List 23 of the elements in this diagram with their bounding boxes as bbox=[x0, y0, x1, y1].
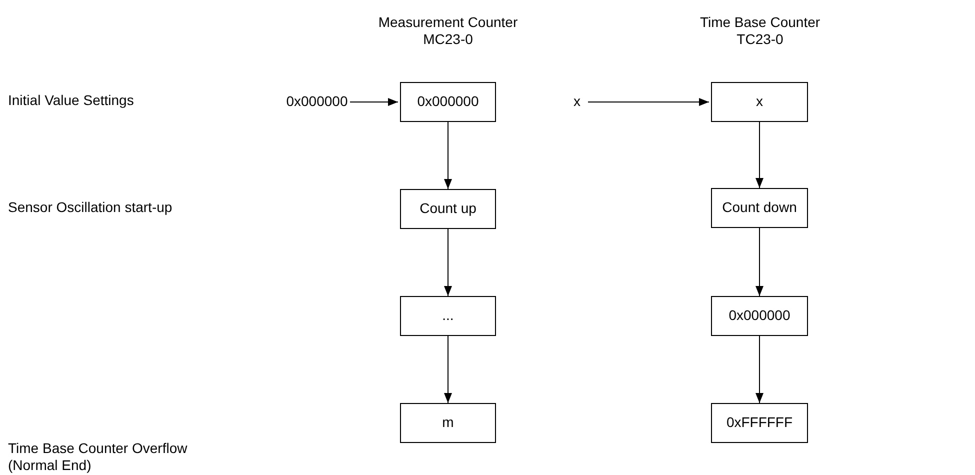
process-box: 0xFFFFFF bbox=[711, 403, 808, 443]
input-value: x bbox=[568, 91, 586, 113]
arrow bbox=[756, 228, 764, 296]
process-box: Count up bbox=[400, 189, 496, 229]
row-label: Initial Value Settings bbox=[8, 92, 135, 109]
row-label: Time Base Counter Overflow (Normal End) bbox=[8, 440, 188, 474]
process-box: x bbox=[711, 82, 808, 122]
process-box: 0x000000 bbox=[400, 82, 496, 122]
process-box: 0x000000 bbox=[711, 296, 808, 336]
column-heading: Time Base Counter TC23-0 bbox=[698, 14, 822, 48]
arrow bbox=[588, 98, 710, 106]
process-box: Count down bbox=[711, 188, 808, 228]
arrow bbox=[444, 228, 452, 296]
arrow bbox=[444, 336, 452, 404]
arrow bbox=[756, 336, 764, 404]
process-box: ... bbox=[400, 296, 496, 336]
arrow bbox=[350, 98, 398, 106]
row-label: Sensor Oscillation start-up bbox=[8, 199, 174, 216]
input-value: 0x000000 bbox=[286, 91, 348, 113]
arrow bbox=[444, 122, 452, 190]
process-box: m bbox=[400, 403, 496, 443]
column-heading: Measurement Counter MC23-0 bbox=[377, 14, 519, 48]
arrow bbox=[756, 122, 764, 188]
